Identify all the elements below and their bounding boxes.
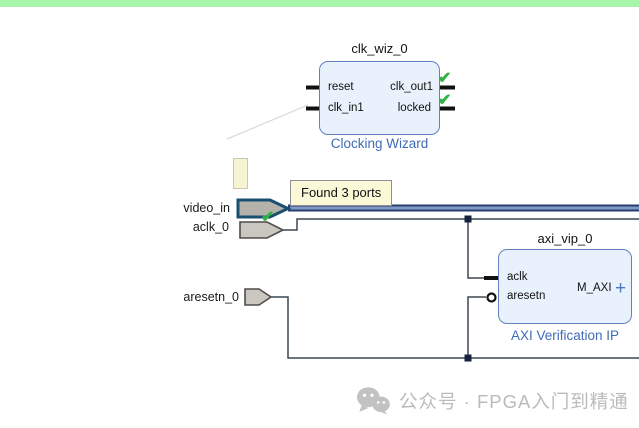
axi-vip-pin-aresetn[interactable]: aresetn (507, 290, 546, 302)
drag-cursor-box (233, 158, 248, 189)
aresetn-net-branch[interactable] (467, 296, 486, 358)
clk-out1-check-icon: ✔ (438, 70, 452, 87)
aclk-net[interactable] (283, 218, 639, 231)
aresetn-net[interactable] (271, 296, 639, 359)
watermark-text: 公众号 · FPGA入门到精通 (399, 390, 629, 412)
pending-connection-line (226, 104, 309, 140)
axi-vip-pin-aclk[interactable]: aclk (507, 271, 528, 283)
clk-wiz-title: clk_wiz_0 (351, 41, 408, 56)
axi-vip-title: axi_vip_0 (537, 231, 593, 246)
watermark: 公众号 · FPGA入门到精通 (356, 386, 629, 415)
clk-wiz-block[interactable] (319, 61, 440, 135)
top-accent-bar (0, 0, 639, 7)
clk-wiz-pin-clk-out1[interactable]: clk_out1 (390, 81, 433, 93)
found-ports-tooltip: Found 3 ports (290, 180, 393, 206)
clk-wiz-reset-stub[interactable] (306, 85, 319, 90)
wechat-icon (356, 387, 390, 415)
aresetn-net-junction (464, 354, 472, 362)
aresetn-0-port-shape[interactable] (244, 288, 273, 306)
aclk-net-branch[interactable] (467, 219, 487, 279)
clk-wiz-clk-in1-stub[interactable] (306, 106, 319, 111)
m-axi-expand-icon[interactable]: + (615, 278, 627, 299)
axi-vip-block[interactable] (498, 249, 632, 324)
clk-wiz-pin-reset[interactable]: reset (328, 81, 354, 93)
aclk-0-port-label: aclk_0 (192, 220, 229, 234)
axi-vip-subtitle: AXI Verification IP (510, 328, 620, 343)
clk-wiz-subtitle: Clocking Wizard (330, 136, 429, 151)
aclk-0-check-icon: ✔ (261, 209, 275, 226)
axi-vip-aclk-stub[interactable] (484, 276, 498, 280)
clk-wiz-pin-locked[interactable]: locked (397, 102, 431, 114)
locked-check-icon: ✔ (438, 92, 452, 109)
aclk-net-junction (464, 215, 472, 223)
axi-vip-aresetn-bubble[interactable] (486, 292, 497, 303)
video-in-port-shape[interactable] (236, 198, 292, 219)
clk-wiz-pin-clk-in1[interactable]: clk_in1 (328, 102, 364, 114)
clk-wiz-locked-stub[interactable] (440, 106, 455, 111)
video-in-port-label: video_in (183, 201, 230, 215)
aclk-0-port-shape[interactable] (239, 221, 285, 239)
aresetn-0-port-label: aresetn_0 (183, 290, 239, 304)
axi-vip-m-axi-interface[interactable]: M_AXI (577, 282, 612, 294)
clk-wiz-clk-out1-stub[interactable] (440, 85, 455, 90)
